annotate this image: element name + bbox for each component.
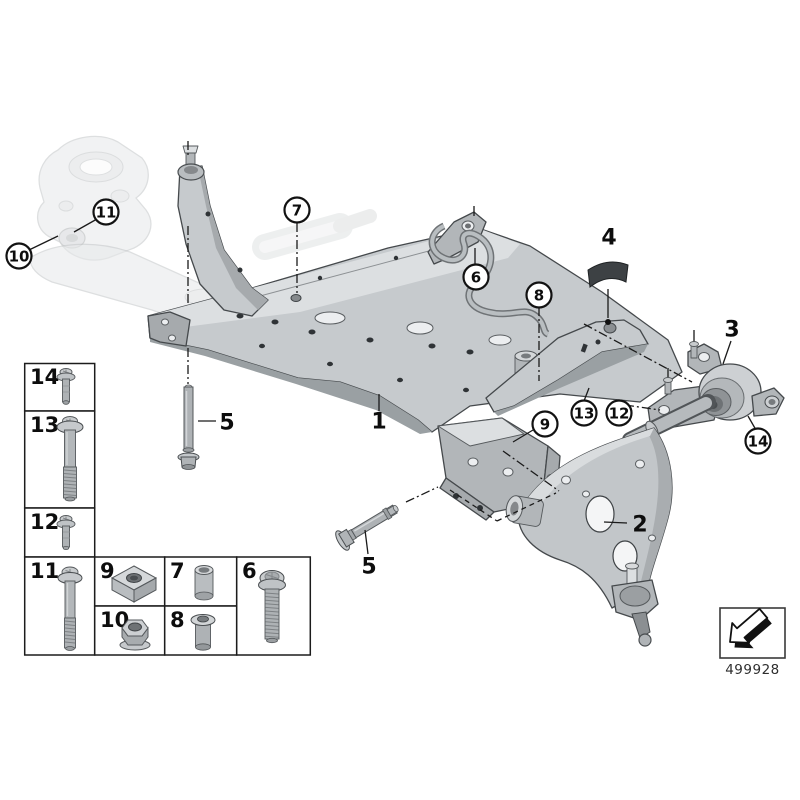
callout-label[interactable]: 7 xyxy=(292,202,302,220)
leader-lines xyxy=(28,141,757,555)
adhesive-pad xyxy=(587,261,629,288)
brake-pipe-highlight xyxy=(430,224,549,336)
legend-item-8[interactable]: 8 xyxy=(163,605,238,656)
tower-top-bushing xyxy=(177,145,205,181)
mount-bolt-pins xyxy=(663,330,699,395)
ghost-steering-knuckle xyxy=(37,135,152,261)
callout-circle[interactable] xyxy=(462,263,490,291)
label-3[interactable]: 3 xyxy=(724,318,739,343)
legend-item-12[interactable]: 12 xyxy=(23,507,96,558)
label-2[interactable]: 2 xyxy=(632,513,647,538)
legend-label[interactable]: 7 xyxy=(170,559,185,583)
legend-label[interactable]: 12 xyxy=(30,510,59,534)
square-nut-icon xyxy=(110,565,158,603)
legend: 14 13 xyxy=(23,362,312,656)
callout-13[interactable]: 13 xyxy=(570,399,598,427)
legend-item-13[interactable]: 13 xyxy=(23,410,96,509)
callout-14[interactable]: 14 xyxy=(744,427,772,455)
callout-circle[interactable] xyxy=(525,281,553,309)
subframe-tower-arm xyxy=(177,145,269,317)
label-5-bottom[interactable]: 5 xyxy=(361,555,376,580)
callout-circle[interactable] xyxy=(570,399,598,427)
thread-lines xyxy=(64,620,76,644)
flanged-bushing-icon xyxy=(190,614,216,651)
callout-6[interactable]: 6 xyxy=(462,263,490,291)
callout-label[interactable]: 10 xyxy=(9,248,30,266)
bolt-diagonal xyxy=(335,504,399,551)
legend-item-10[interactable]: 10 xyxy=(93,605,166,656)
callout-circle[interactable] xyxy=(5,242,33,270)
diagram-number: 499928 xyxy=(725,662,780,678)
legend-item-7[interactable]: 7 xyxy=(163,556,238,607)
legend-item-6[interactable]: 6 xyxy=(235,556,312,656)
callout-label[interactable]: 11 xyxy=(96,204,117,222)
wishbone-control-arm xyxy=(505,394,716,647)
callout-circle[interactable] xyxy=(283,196,311,224)
callout-10[interactable]: 10 xyxy=(5,242,33,270)
callout-11[interactable]: 11 xyxy=(92,198,120,226)
flange-screw-small-icon xyxy=(56,515,76,551)
legend-label[interactable]: 11 xyxy=(30,559,59,583)
ghost-steering-gear-boot xyxy=(252,209,377,260)
label-1[interactable]: 1 xyxy=(371,410,386,435)
callout-7[interactable]: 7 xyxy=(283,196,311,224)
callout-9[interactable]: 9 xyxy=(531,410,559,438)
legend-label[interactable]: 9 xyxy=(100,559,115,583)
flange-nut-icon xyxy=(119,619,151,651)
legend-label[interactable]: 8 xyxy=(170,608,185,632)
callout-label[interactable]: 14 xyxy=(748,433,769,451)
flange-screw-medium-icon xyxy=(57,566,83,651)
callout-circle[interactable] xyxy=(605,399,633,427)
callout-8[interactable]: 8 xyxy=(525,281,553,309)
callout-label[interactable]: 13 xyxy=(574,405,595,423)
legend-item-11[interactable]: 11 xyxy=(23,556,96,656)
ball-joint xyxy=(611,562,659,647)
subframe-upper-bracket xyxy=(427,211,487,265)
flange-screw-long-icon xyxy=(56,416,84,502)
callout-circle[interactable] xyxy=(92,198,120,226)
direction-arrow-icon xyxy=(729,607,772,649)
subframe-lower-bracket xyxy=(437,417,561,521)
callout-circle[interactable] xyxy=(744,427,772,455)
callout-label[interactable]: 8 xyxy=(534,287,544,305)
flange-screw-small-icon xyxy=(56,368,76,405)
callout-12[interactable]: 12 xyxy=(605,399,633,427)
callout-label[interactable]: 12 xyxy=(609,405,630,423)
label-4[interactable]: 4 xyxy=(601,226,616,251)
bolt-vertical xyxy=(177,384,200,470)
thread-lines xyxy=(63,469,77,496)
callout-circle[interactable] xyxy=(531,410,559,438)
thread-lines xyxy=(265,592,279,638)
sleeve-bushing-icon xyxy=(194,565,214,601)
control-arm-front-bushing xyxy=(505,495,544,527)
callout-label[interactable]: 6 xyxy=(471,269,481,287)
legend-label[interactable]: 6 xyxy=(242,559,257,583)
legend-item-9[interactable]: 9 xyxy=(93,556,166,607)
rear-bracket xyxy=(485,319,649,416)
view-direction-symbol: 499928 xyxy=(719,607,786,678)
label-5-left[interactable]: 5 xyxy=(219,411,234,436)
legend-item-14[interactable]: 14 xyxy=(23,362,96,412)
torx-bolt-icon xyxy=(258,570,286,644)
legend-label[interactable]: 13 xyxy=(30,413,59,437)
legend-label[interactable]: 14 xyxy=(30,365,59,389)
callout-label[interactable]: 9 xyxy=(540,416,550,434)
